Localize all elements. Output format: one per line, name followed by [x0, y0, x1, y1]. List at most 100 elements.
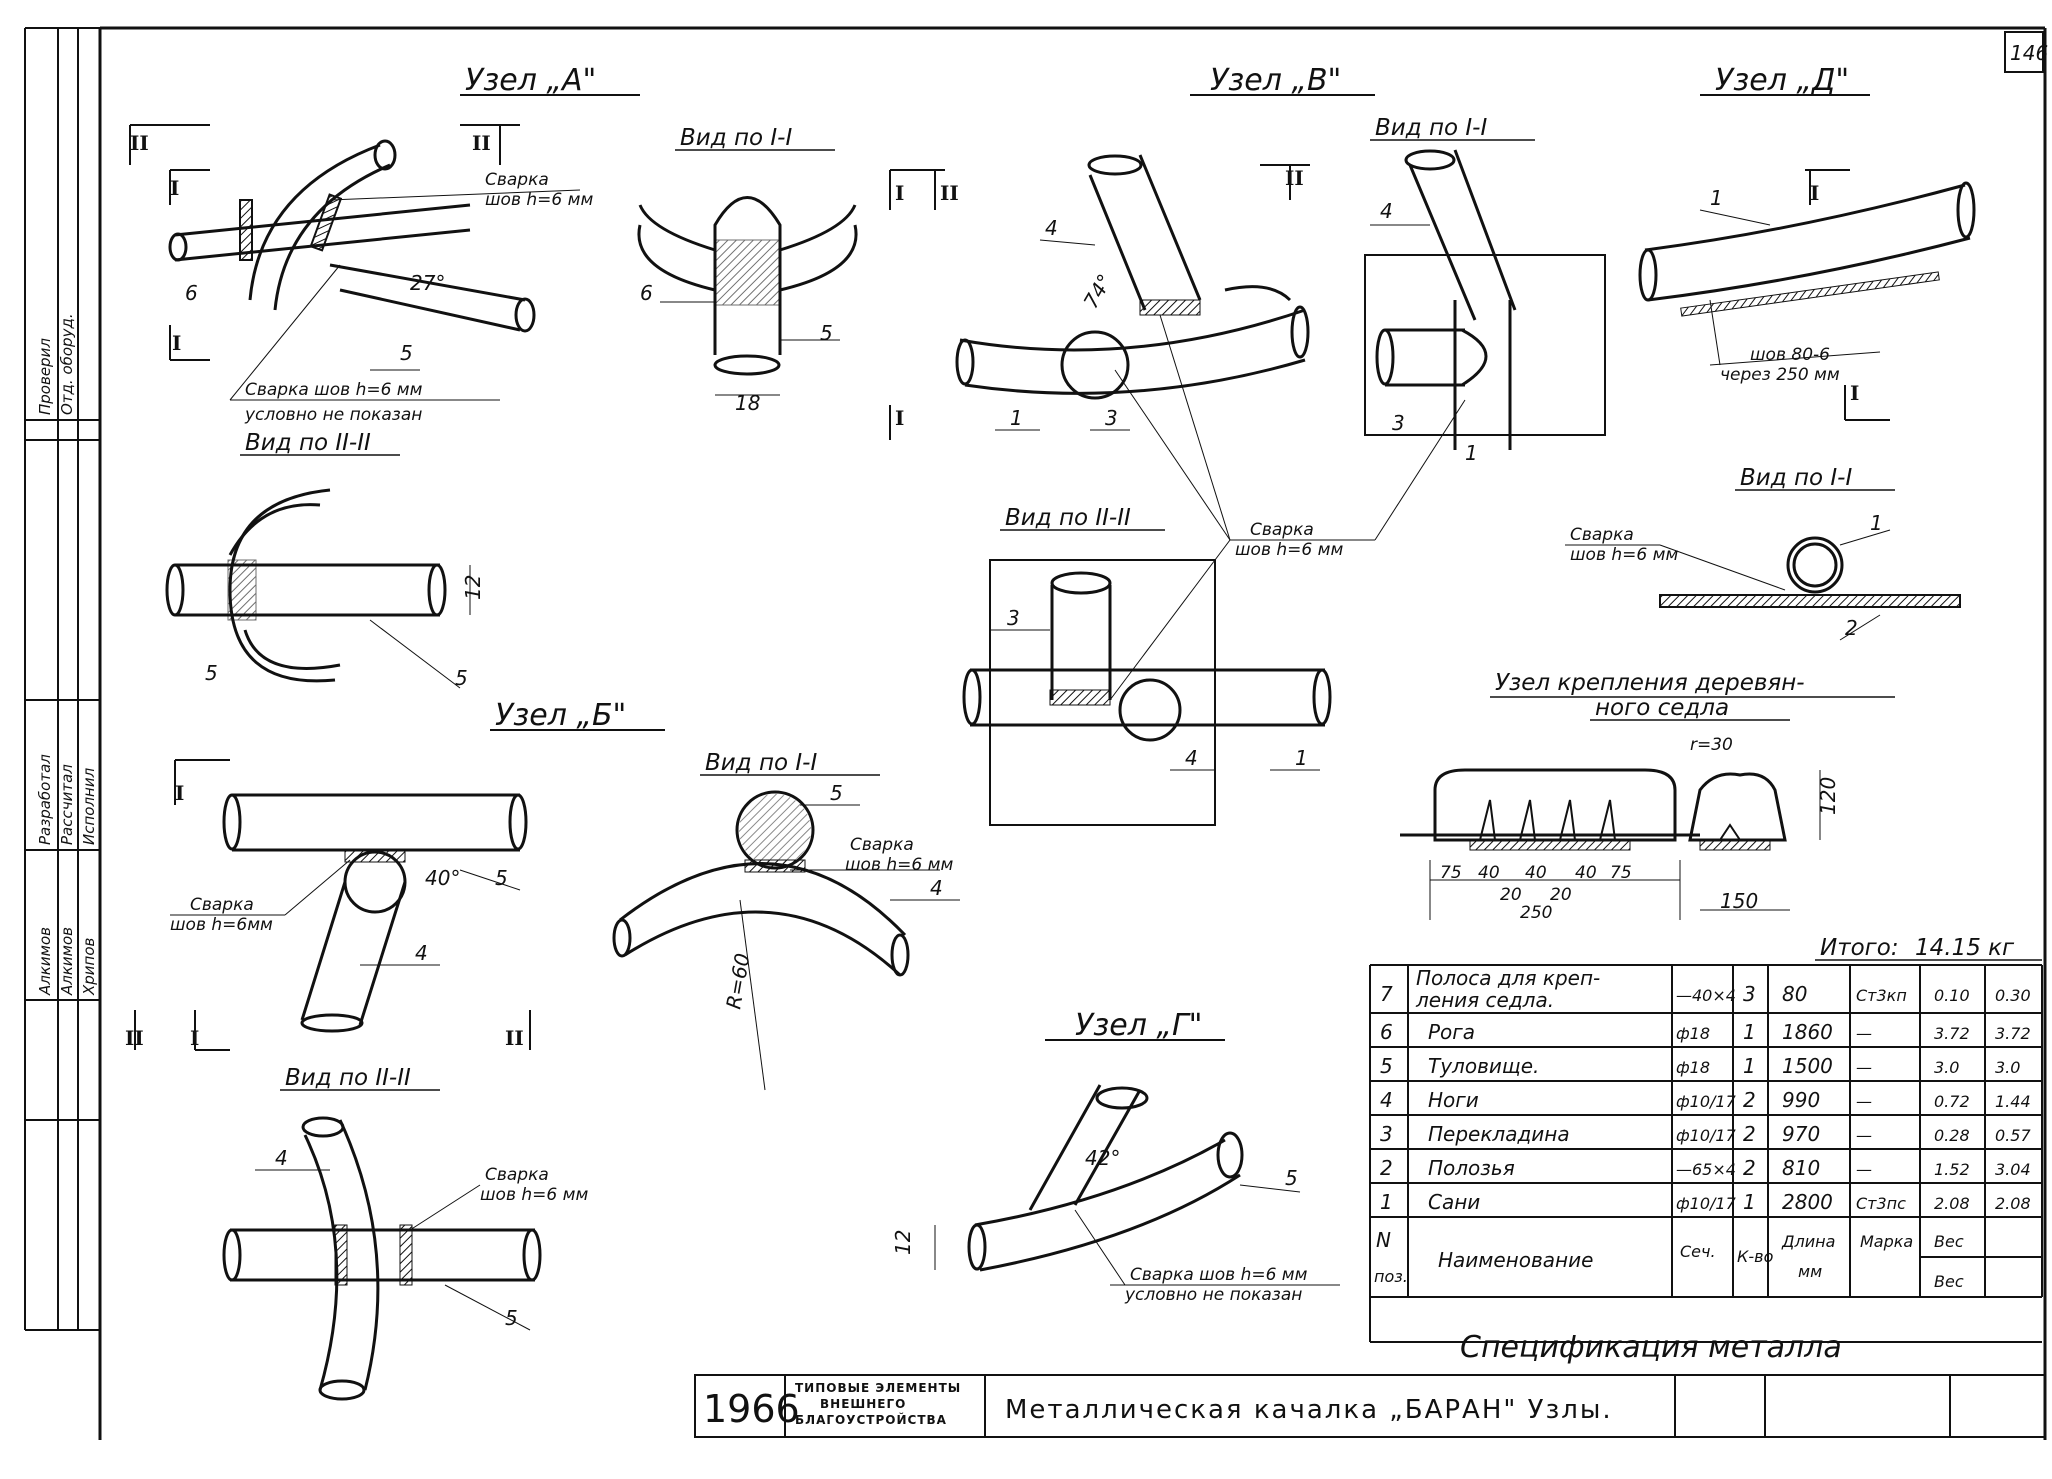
- spec-unit: 3.0: [1934, 1058, 1959, 1077]
- svg-text:5: 5: [455, 666, 468, 690]
- spec-qty: 2: [1743, 1156, 1756, 1180]
- svg-text:40: 40: [1575, 863, 1597, 883]
- svg-text:Вид по II-II: Вид по II-II: [1005, 505, 1131, 531]
- svg-text:1: 1: [1010, 406, 1023, 430]
- title-stamp: 1966 ТИПОВЫЕ ЭЛЕМЕНТЫ ВНЕШНЕГО БЛАГОУСТР…: [694, 1374, 2046, 1438]
- node-d-title: Узел „Д": [1715, 63, 1849, 98]
- svg-text:4: 4: [275, 1146, 288, 1170]
- svg-text:условно не показан: условно не показан: [1124, 1285, 1302, 1305]
- svg-text:Сварка: Сварка: [1570, 525, 1634, 545]
- svg-text:Вид по I-I: Вид по I-I: [1375, 115, 1487, 141]
- svg-text:II: II: [940, 181, 959, 205]
- spec-name: Сани: [1428, 1190, 1480, 1214]
- svg-text:Узел крепления деревян-: Узел крепления деревян-: [1495, 670, 1805, 696]
- svg-text:4: 4: [1045, 216, 1058, 240]
- spec-length: 970: [1782, 1122, 1820, 1146]
- b-radius: R=60: [721, 951, 754, 1010]
- svg-text:Вид по I-I: Вид по I-I: [705, 750, 817, 776]
- svg-text:75: 75: [1610, 863, 1632, 883]
- saddle-node: Узел крепления деревян- ного седла r=30 …: [1400, 670, 1895, 923]
- svg-text:ТИПОВЫЕ ЭЛЕМЕНТЫ: ТИПОВЫЕ ЭЛЕМЕНТЫ: [795, 1381, 961, 1395]
- spec-total: 2.08: [1995, 1194, 2031, 1213]
- side-performed: Исполнил: [80, 767, 98, 845]
- svg-text:I: I: [1850, 381, 1859, 405]
- svg-text:2: 2: [1845, 616, 1858, 640]
- spec-section: —65×4: [1676, 1160, 1736, 1179]
- svg-text:4: 4: [930, 876, 943, 900]
- svg-text:6: 6: [640, 281, 653, 305]
- svg-text:1: 1: [1295, 746, 1308, 770]
- svg-text:4: 4: [415, 941, 428, 965]
- spec-length: 810: [1782, 1156, 1820, 1180]
- node-v-title: Узел „В": [1210, 63, 1341, 98]
- svg-text:5: 5: [205, 661, 218, 685]
- svg-text:Сварка: Сварка: [485, 170, 549, 190]
- spec-grade: Ст3пс: [1856, 1194, 1906, 1213]
- a-height: 12: [461, 575, 485, 600]
- svg-text:Сварка шов h=6 мм: Сварка шов h=6 мм: [1130, 1265, 1308, 1285]
- svg-text:шов 80-6: шов 80-6: [1750, 345, 1830, 365]
- v-angle: 74°: [1079, 270, 1118, 313]
- spec-pos: 3: [1380, 1122, 1393, 1146]
- node-v: Узел „В" I II II I 74° 4 1 3 Вид по I-I: [889, 63, 1606, 826]
- spec-unit: 0.10: [1934, 986, 1970, 1005]
- spec-length: 2800: [1782, 1190, 1833, 1214]
- spec-grade: Ст3кп: [1856, 986, 1907, 1005]
- svg-text:Сварка: Сварка: [1250, 520, 1314, 540]
- side-dept: Отд. оборуд.: [58, 313, 76, 415]
- svg-text:5: 5: [830, 781, 843, 805]
- spec-qty: 3: [1743, 982, 1756, 1006]
- side-developed: Разработал: [36, 754, 54, 845]
- svg-text:Длина: Длина: [1781, 1232, 1835, 1251]
- svg-text:5: 5: [505, 1306, 518, 1330]
- svg-text:Вид по II-II: Вид по II-II: [245, 430, 371, 456]
- svg-text:К-во: К-во: [1737, 1247, 1774, 1266]
- svg-text:Вес: Вес: [1934, 1272, 1964, 1291]
- spec-pos: 6: [1380, 1020, 1393, 1044]
- spec-unit: 0.72: [1934, 1092, 1970, 1111]
- g-height: 12: [891, 1230, 915, 1255]
- spec-section: ф18: [1676, 1024, 1710, 1043]
- spec-pos: 1: [1380, 1190, 1393, 1214]
- spec-name: ления седла.: [1415, 988, 1554, 1012]
- saddle-r: r=30: [1690, 735, 1733, 755]
- svg-text:20: 20: [1500, 885, 1522, 905]
- svg-text:5: 5: [495, 866, 508, 890]
- side-name2: Алкимов: [58, 927, 76, 996]
- svg-text:шов h=6 мм: шов h=6 мм: [480, 1185, 588, 1205]
- svg-text:через 250 мм: через 250 мм: [1720, 365, 1840, 385]
- side-stamp: [24, 27, 100, 1331]
- svg-text:Вид по I-I: Вид по I-I: [680, 125, 792, 151]
- side-name3: Хрипов: [80, 937, 98, 996]
- stamp-title: Металлическая качалка „БАРАН" Узлы.: [1005, 1395, 1613, 1425]
- svg-text:Вид по II-II: Вид по II-II: [285, 1065, 411, 1091]
- spec-qty: 1: [1743, 1190, 1756, 1214]
- svg-text:Спецификация металла: Спецификация металла: [1460, 1330, 1842, 1365]
- spec-section: ф10/17: [1676, 1092, 1737, 1111]
- spec-pos: 2: [1380, 1156, 1393, 1180]
- svg-text:БЛАГОУСТРОЙСТВА: БЛАГОУСТРОЙСТВА: [795, 1412, 947, 1427]
- spec-name: Перекладина: [1428, 1122, 1570, 1146]
- side-name1: Алкимов: [36, 927, 54, 996]
- svg-text:I: I: [1810, 181, 1819, 205]
- spec-name: Ноги: [1428, 1088, 1479, 1112]
- spec-total: 0.30: [1995, 986, 2031, 1005]
- svg-text:шов h=6 мм: шов h=6 мм: [1235, 540, 1343, 560]
- node-b-title: Узел „Б": [495, 698, 626, 733]
- spec-grade: —: [1856, 1126, 1872, 1145]
- svg-text:Вес: Вес: [1934, 1232, 1964, 1251]
- svg-text:Вид по I-I: Вид по I-I: [1740, 465, 1852, 491]
- svg-text:II: II: [472, 131, 491, 155]
- sheet-frame: [98, 26, 2047, 1440]
- spec-grade: —: [1856, 1058, 1872, 1077]
- b-angle: 40°: [425, 866, 460, 890]
- spec-unit: 0.28: [1934, 1126, 1970, 1145]
- svg-text:I: I: [170, 176, 179, 200]
- svg-text:Сварка: Сварка: [485, 1165, 549, 1185]
- svg-text:3: 3: [1105, 406, 1118, 430]
- svg-text:40: 40: [1525, 863, 1547, 883]
- svg-text:I: I: [895, 181, 904, 205]
- svg-text:Сеч.: Сеч.: [1680, 1242, 1716, 1261]
- side-stamp-text: Проверил Отд. оборуд. Разработал Рассчит…: [36, 313, 98, 996]
